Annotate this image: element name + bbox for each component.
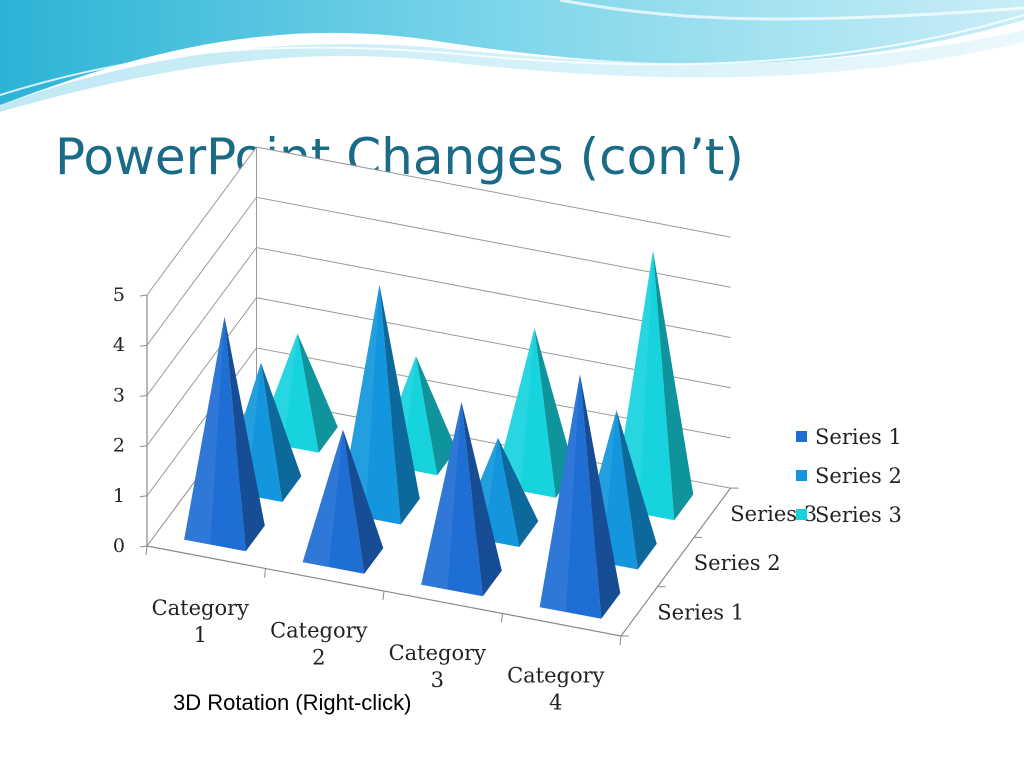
pyramid-side-face (498, 437, 539, 547)
pyramid-side-face (416, 356, 457, 476)
legend-swatch (796, 470, 807, 481)
y-tick-mark (139, 545, 148, 548)
pyramid-side-face (261, 362, 302, 502)
x-tick-mark (501, 613, 503, 623)
x-tick-label: 2 (312, 646, 325, 670)
x-tick-mark (619, 635, 622, 646)
pyramid-side-face (297, 333, 338, 453)
x-tick-label: Category (507, 664, 605, 688)
y-tick-mark (139, 394, 148, 397)
pyramid-highlight (421, 401, 462, 590)
legend-item-series-3[interactable]: Series 3 (796, 503, 902, 527)
pyramid-side-face (580, 374, 621, 619)
y-tick-mark (139, 495, 148, 498)
x-tick-mark (264, 568, 266, 578)
x-tick-mark (382, 590, 385, 601)
y-tick-mark (139, 344, 148, 347)
x-tick-label: 4 (549, 691, 562, 715)
side-wall (147, 147, 257, 546)
chart-legend[interactable]: Series 1 Series 2 Series 3 (796, 425, 902, 527)
pyramid-series-1-cat-2[interactable] (302, 429, 384, 574)
x-tick-label: Category (152, 596, 250, 620)
chart-pyramids (184, 250, 694, 619)
pyramid-side-face (379, 284, 420, 525)
pyramid-series-3-cat-3[interactable] (494, 328, 575, 498)
pyramid-side-face (343, 429, 384, 574)
y-tick-label: 5 (113, 284, 125, 306)
y-tick-label: 4 (113, 334, 125, 356)
pyramid-highlight (184, 316, 225, 545)
legend-item-series-2[interactable]: Series 2 (796, 464, 902, 488)
header-wave-decoration (0, 0, 1024, 112)
x-tick-label: 3 (431, 668, 444, 692)
x-tick-label: Category (270, 619, 368, 643)
legend-label: Series 1 (815, 425, 902, 449)
y-tick-label: 0 (113, 535, 125, 557)
legend-label: Series 2 (815, 464, 902, 488)
pyramid-series-1-cat-4[interactable] (539, 374, 621, 619)
legend-label: Series 3 (815, 503, 902, 527)
x-tick-label-1: Category 1 (152, 596, 250, 647)
y-tick-label: 3 (113, 384, 125, 406)
pyramid-side-face (616, 410, 657, 570)
pyramid-side-face (653, 250, 694, 521)
legend-swatch (796, 431, 807, 442)
pyramid-series-1-cat-1[interactable] (184, 316, 265, 552)
pyramid-highlight (494, 328, 535, 491)
caption-text: 3D Rotation (Right-click) (173, 690, 412, 715)
legend-swatch (796, 509, 807, 520)
x-tick-label-3: Category 3 (389, 641, 487, 692)
x-tick-label-4: Category 4 (507, 664, 605, 715)
depth-tick-label: Series 2 (694, 551, 781, 575)
pyramid-side-face (461, 401, 502, 597)
x-tick-label: Category (389, 641, 487, 665)
depth-tick-label: Series 1 (657, 600, 744, 624)
pyramid-side-face (224, 316, 265, 552)
pyramid-highlight (302, 429, 343, 567)
y-tick-mark (139, 294, 148, 297)
x-tick-label: 1 (194, 623, 207, 647)
pyramid-highlight (539, 374, 580, 612)
x-tick-mark (145, 545, 148, 556)
y-tick-label: 1 (113, 485, 125, 507)
pyramid-side-face (534, 328, 575, 498)
y-tick-label: 2 (113, 435, 125, 457)
y-tick-mark (139, 445, 148, 448)
legend-item-series-1[interactable]: Series 1 (796, 425, 902, 449)
pyramid-series-1-cat-3[interactable] (421, 401, 502, 597)
y-axis-tick-labels: 0 1 2 3 4 5 (113, 284, 125, 557)
x-tick-label-2: Category 2 (270, 619, 368, 670)
